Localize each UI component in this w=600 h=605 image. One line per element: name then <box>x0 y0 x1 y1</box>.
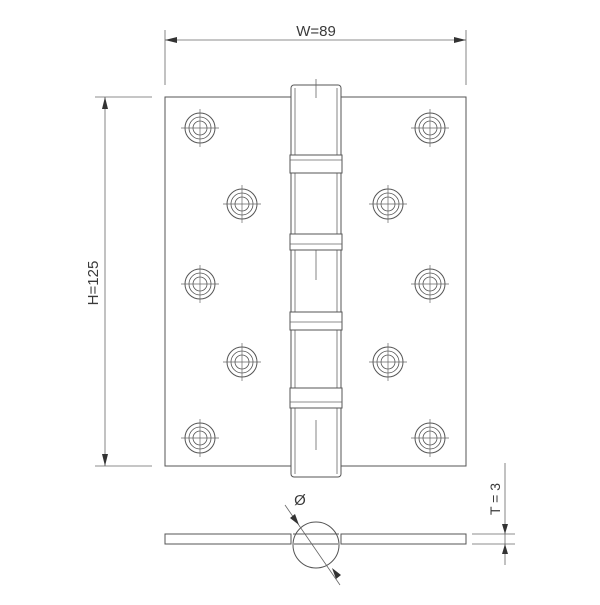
diameter-arrow-bottom <box>332 568 341 579</box>
screw-hole <box>369 185 407 223</box>
height-dimension: H=125 <box>85 96 152 467</box>
side-view-left-leaf <box>164 533 292 545</box>
screw-hole <box>181 265 219 303</box>
left-leaf-plate <box>164 96 292 467</box>
side-view-right-leaf <box>340 533 467 545</box>
screw-holes <box>181 109 449 457</box>
diameter-label: Ø <box>294 492 306 509</box>
thickness-arrow-top <box>502 524 508 534</box>
width-arrow-left <box>165 37 177 43</box>
thickness-label: T = 3 <box>487 483 503 515</box>
screw-hole <box>181 109 219 147</box>
screw-hole <box>369 343 407 381</box>
height-arrow-bottom <box>102 454 108 466</box>
hinge-side-view: Ø <box>164 492 467 586</box>
height-arrow-top <box>102 97 108 109</box>
knuckle-joint-1 <box>289 154 343 174</box>
right-leaf-plate <box>340 96 467 467</box>
screw-hole <box>223 185 261 223</box>
screw-hole <box>181 419 219 457</box>
barrel-body <box>290 84 342 478</box>
screw-hole <box>411 419 449 457</box>
screw-hole <box>411 265 449 303</box>
screw-hole <box>223 343 261 381</box>
knuckle-joint-2 <box>289 233 343 251</box>
height-label: H=125 <box>85 261 102 306</box>
width-dimension: W=89 <box>164 23 467 85</box>
screw-hole <box>411 109 449 147</box>
knuckle-joint-3 <box>289 311 343 331</box>
diameter-arrow-top <box>290 514 299 525</box>
thickness-dimension: T = 3 <box>472 463 515 565</box>
side-view-barrel <box>292 521 340 569</box>
width-label: W=89 <box>296 23 336 40</box>
knuckle-joint-4 <box>289 387 343 409</box>
width-arrow-right <box>454 37 466 43</box>
thickness-arrow-bottom <box>502 544 508 554</box>
hinge-barrel <box>289 79 343 478</box>
